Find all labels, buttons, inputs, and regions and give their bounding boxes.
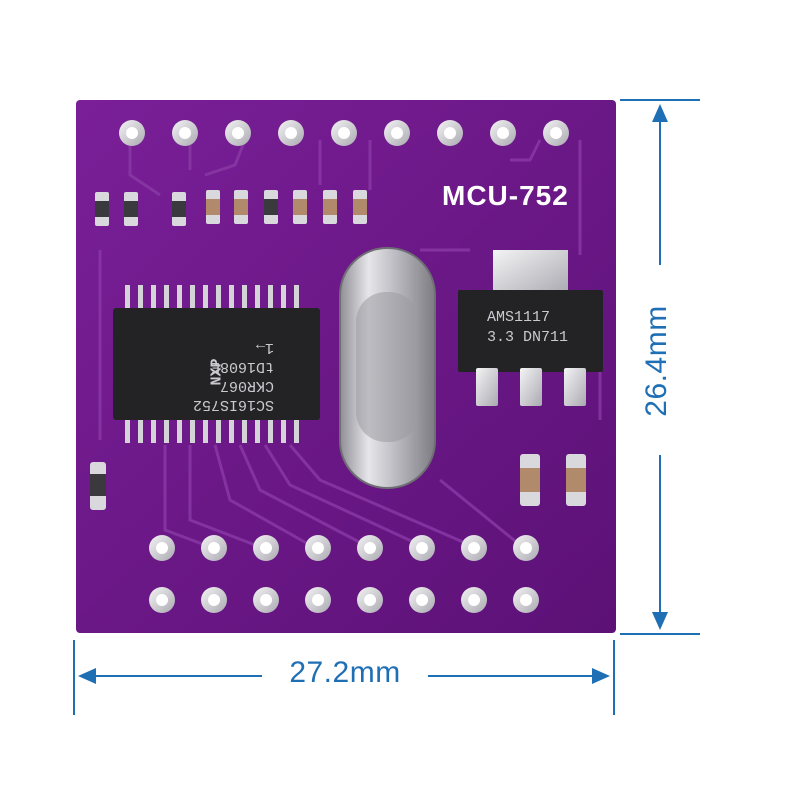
smd-parts-row bbox=[95, 190, 367, 226]
board-silkscreen-label: MCU-752 bbox=[442, 180, 569, 211]
regulator-markings: AMS1117 3.3 DN711 bbox=[475, 308, 595, 348]
crystal-oscillator bbox=[339, 247, 436, 489]
voltage-regulator bbox=[458, 250, 603, 406]
smd-parts-right bbox=[90, 454, 586, 510]
ic-pins-top bbox=[125, 285, 299, 310]
ic-pins-bottom bbox=[125, 418, 299, 443]
height-dimension-label: 26.4mm bbox=[640, 305, 673, 417]
ic-markings: SC16IS752 CKR067 tD1608E 1→ NXP bbox=[120, 318, 314, 414]
dimension-width bbox=[73, 640, 615, 715]
dimension-height bbox=[620, 99, 700, 635]
width-dimension-label: 27.2mm bbox=[289, 656, 401, 689]
ic-body bbox=[113, 308, 320, 420]
bottom-header-pads bbox=[149, 535, 539, 613]
regulator-line-2: 3.3 DN711 bbox=[487, 329, 569, 346]
ic-brand-logo: NXP bbox=[208, 358, 226, 386]
top-header-pads bbox=[119, 120, 569, 146]
regulator-line-1: AMS1117 bbox=[487, 309, 551, 326]
copper-traces bbox=[98, 139, 602, 547]
